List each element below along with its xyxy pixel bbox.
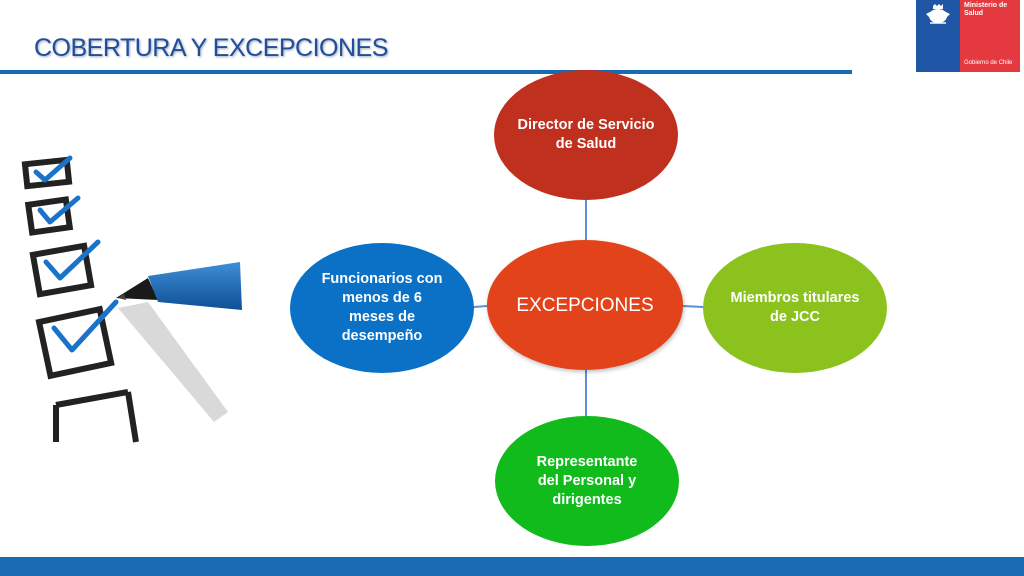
ministry-logo: Ministerio de Salud Gobierno de Chile [916,0,1020,72]
node-director: Director de Servicio de Salud [494,70,678,200]
node-staff-representatives-label: Representante del Personal y dirigentes [536,453,638,508]
connector-right [682,305,704,308]
node-jcc-members: Miembros titulares de JCC [703,243,887,373]
connector-left [473,305,488,308]
coat-of-arms-icon [926,4,950,24]
node-director-label: Director de Servicio de Salud [517,117,655,152]
node-new-officials-label: Funcionarios con menos de 6 meses de des… [321,271,443,344]
logo-ministry-text: Ministerio de Salud [964,2,1008,17]
footer-bar [0,557,1024,576]
checklist-with-pen-icon [21,155,242,443]
node-exceptions-center: EXCEPCIONES [487,240,683,370]
node-jcc-members-label: Miembros titulares de JCC [730,290,860,325]
logo-government-text: Gobierno de Chile [964,60,1013,66]
slide-title: COBERTURA Y EXCEPCIONES [34,34,388,62]
node-exceptions-label: EXCEPCIONES [516,294,654,316]
node-staff-representatives: Representante del Personal y dirigentes [495,416,679,546]
title-underline [0,70,852,74]
node-new-officials: Funcionarios con menos de 6 meses de des… [290,243,474,373]
logo-red-panel [960,0,1020,72]
